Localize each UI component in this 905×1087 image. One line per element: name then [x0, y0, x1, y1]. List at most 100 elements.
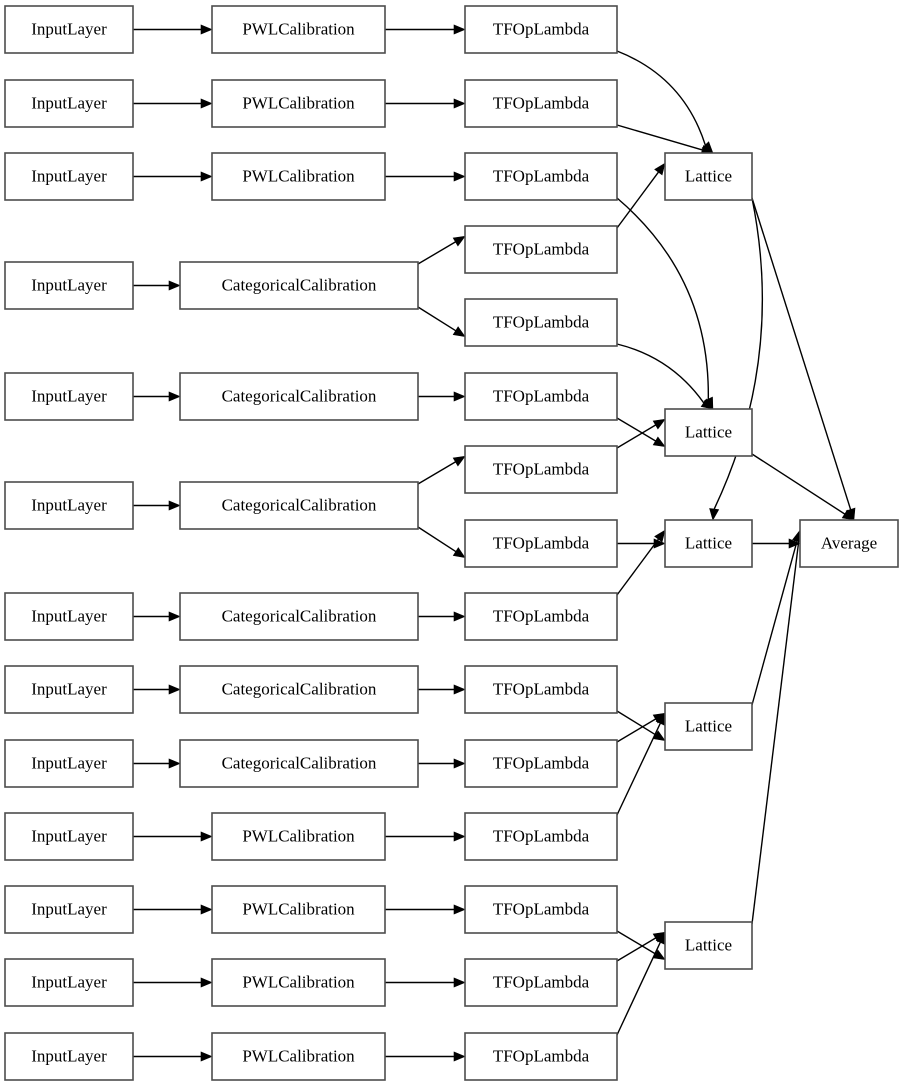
node-box	[464, 225, 618, 274]
node-inputlayer-in11[interactable]: InputLayer	[4, 885, 134, 934]
node-label: InputLayer	[31, 899, 107, 918]
node-lattice-lat2[interactable]: Lattice	[664, 408, 753, 457]
node-inputlayer-in9[interactable]: InputLayer	[4, 739, 134, 788]
node-tfoplambda-op14[interactable]: TFOpLambda	[464, 958, 618, 1007]
edge-layer	[133, 24, 856, 1062]
edge-line	[616, 710, 656, 736]
node-label: CategoricalCalibration	[222, 275, 377, 294]
node-categoricalcalibration-cal8[interactable]: CategoricalCalibration	[179, 665, 419, 714]
node-box	[464, 79, 618, 128]
arrow-head-icon	[168, 611, 181, 622]
node-label: Lattice	[685, 166, 732, 185]
node-layer: InputLayerInputLayerInputLayerInputLayer…	[4, 5, 899, 1081]
node-lattice-lat3[interactable]: Lattice	[664, 519, 753, 568]
node-tfoplambda-op8[interactable]: TFOpLambda	[464, 519, 618, 568]
node-label: PWLCalibration	[242, 1046, 355, 1065]
edge-cal6-to-op8	[417, 526, 466, 559]
node-tfoplambda-op12[interactable]: TFOpLambda	[464, 812, 618, 861]
node-lattice-lat4[interactable]: Lattice	[664, 702, 753, 751]
edge-lat4-to-avg	[751, 529, 802, 706]
node-box	[211, 79, 386, 128]
node-box	[4, 739, 134, 788]
node-pwlcalibration-cal3[interactable]: PWLCalibration	[211, 152, 386, 201]
arrow-head-icon	[700, 398, 714, 410]
node-tfoplambda-op1[interactable]: TFOpLambda	[464, 5, 618, 54]
node-label: InputLayer	[31, 19, 107, 38]
node-label: TFOpLambda	[493, 533, 590, 552]
edge-lat2-to-avg	[751, 453, 855, 521]
edge-line	[713, 197, 764, 510]
arrow-head-icon	[453, 171, 466, 182]
arrow-head-icon	[453, 758, 466, 769]
node-inputlayer-in7[interactable]: InputLayer	[4, 592, 134, 641]
arrow-head-icon	[200, 977, 213, 988]
node-label: TFOpLambda	[493, 972, 590, 991]
node-label: Lattice	[685, 716, 732, 735]
node-label: CategoricalCalibration	[222, 495, 377, 514]
node-tfoplambda-op7[interactable]: TFOpLambda	[464, 445, 618, 494]
edge-op9-to-lat3	[616, 529, 666, 596]
node-tfoplambda-op4[interactable]: TFOpLambda	[464, 225, 618, 274]
node-lattice-lat1[interactable]: Lattice	[664, 152, 753, 201]
edge-in12-to-cal12	[133, 977, 213, 988]
node-categoricalcalibration-cal9[interactable]: CategoricalCalibration	[179, 739, 419, 788]
node-categoricalcalibration-cal5[interactable]: CategoricalCalibration	[179, 372, 419, 421]
node-inputlayer-in1[interactable]: InputLayer	[4, 5, 134, 54]
arrow-head-icon	[453, 831, 466, 842]
node-pwlcalibration-cal2[interactable]: PWLCalibration	[211, 79, 386, 128]
node-average-avg[interactable]: Average	[799, 519, 899, 568]
node-tfoplambda-op15[interactable]: TFOpLambda	[464, 1032, 618, 1081]
edge-in1-to-cal1	[133, 24, 213, 35]
node-box	[464, 519, 618, 568]
edge-op7-to-lat2	[616, 418, 666, 449]
node-inputlayer-in8[interactable]: InputLayer	[4, 665, 134, 714]
edge-op6-to-lat2	[616, 417, 666, 447]
node-categoricalcalibration-cal7[interactable]: CategoricalCalibration	[179, 592, 419, 641]
node-inputlayer-in10[interactable]: InputLayer	[4, 812, 134, 861]
node-lattice-lat5[interactable]: Lattice	[664, 921, 753, 970]
node-label: Lattice	[685, 422, 732, 441]
edge-lat1-to-lat3	[709, 197, 764, 521]
arrow-head-icon	[453, 977, 466, 988]
node-tfoplambda-op10[interactable]: TFOpLambda	[464, 665, 618, 714]
node-tfoplambda-op9[interactable]: TFOpLambda	[464, 592, 618, 641]
node-inputlayer-in6[interactable]: InputLayer	[4, 481, 134, 530]
node-tfoplambda-op3[interactable]: TFOpLambda	[464, 152, 618, 201]
arrow-head-icon	[168, 280, 181, 291]
node-categoricalcalibration-cal4[interactable]: CategoricalCalibration	[179, 261, 419, 310]
edge-cal5-to-op6	[418, 391, 466, 402]
node-box	[211, 1032, 386, 1081]
node-label: TFOpLambda	[493, 1046, 590, 1065]
node-tfoplambda-op11[interactable]: TFOpLambda	[464, 739, 618, 788]
node-label: PWLCalibration	[242, 826, 355, 845]
node-pwlcalibration-cal10[interactable]: PWLCalibration	[211, 812, 386, 861]
node-label: InputLayer	[31, 386, 107, 405]
node-inputlayer-in13[interactable]: InputLayer	[4, 1032, 134, 1081]
node-inputlayer-in3[interactable]: InputLayer	[4, 152, 134, 201]
edge-op4-to-lat1	[616, 162, 666, 229]
node-label: InputLayer	[31, 826, 107, 845]
edge-cal3-to-op3	[385, 171, 466, 182]
node-label: PWLCalibration	[242, 972, 355, 991]
node-box	[4, 372, 134, 421]
edge-lat3-to-avg	[752, 538, 801, 549]
node-box	[179, 372, 419, 421]
node-inputlayer-in2[interactable]: InputLayer	[4, 79, 134, 128]
node-tfoplambda-op2[interactable]: TFOpLambda	[464, 79, 618, 128]
node-box	[464, 1032, 618, 1081]
node-pwlcalibration-cal13[interactable]: PWLCalibration	[211, 1032, 386, 1081]
node-pwlcalibration-cal12[interactable]: PWLCalibration	[211, 958, 386, 1007]
node-categoricalcalibration-cal6[interactable]: CategoricalCalibration	[179, 481, 419, 530]
node-inputlayer-in5[interactable]: InputLayer	[4, 372, 134, 421]
node-tfoplambda-op6[interactable]: TFOpLambda	[464, 372, 618, 421]
node-inputlayer-in4[interactable]: InputLayer	[4, 261, 134, 310]
node-tfoplambda-op13[interactable]: TFOpLambda	[464, 885, 618, 934]
node-label: InputLayer	[31, 1046, 107, 1065]
edge-lat5-to-avg	[751, 529, 804, 925]
node-pwlcalibration-cal11[interactable]: PWLCalibration	[211, 885, 386, 934]
node-pwlcalibration-cal1[interactable]: PWLCalibration	[211, 5, 386, 54]
node-tfoplambda-op5[interactable]: TFOpLambda	[464, 298, 618, 347]
arrow-head-icon	[452, 326, 466, 338]
node-box	[464, 445, 618, 494]
node-inputlayer-in12[interactable]: InputLayer	[4, 958, 134, 1007]
